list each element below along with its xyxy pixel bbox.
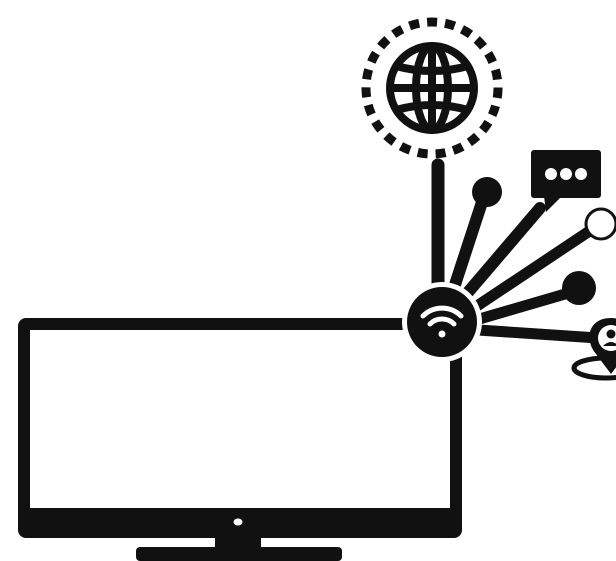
network-node-dot-1 — [472, 177, 502, 207]
tv-power-led — [234, 519, 243, 526]
wifi-hub-disc — [407, 287, 477, 357]
network-node-hollow-dot — [586, 209, 616, 239]
spoke-location — [478, 330, 598, 338]
tv-screen — [30, 330, 450, 508]
network-node-dot-2 — [562, 271, 596, 305]
globe-node — [366, 22, 498, 154]
globe-icon — [390, 46, 474, 130]
tv-stand-base — [136, 547, 342, 561]
location-pin-user-icon — [574, 318, 616, 378]
wifi-hub — [402, 282, 482, 362]
tv-monitor-icon — [18, 318, 462, 561]
